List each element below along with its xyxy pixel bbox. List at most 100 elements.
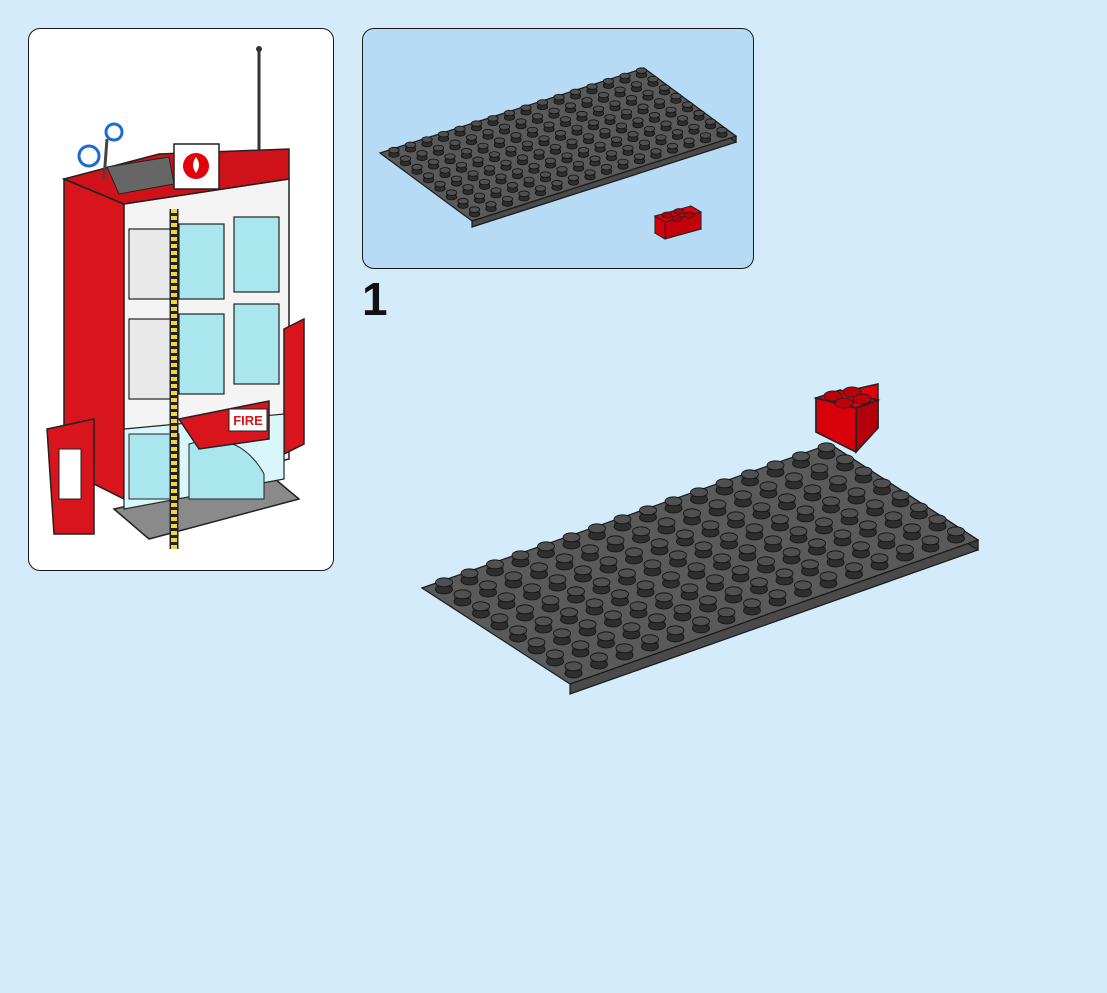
stud xyxy=(593,578,610,594)
stud xyxy=(544,122,554,132)
stud xyxy=(600,557,617,573)
stud xyxy=(542,596,559,612)
stud xyxy=(440,168,450,178)
stud xyxy=(744,599,761,615)
stud xyxy=(461,569,478,585)
stud xyxy=(469,207,479,217)
stud xyxy=(804,485,821,501)
stud xyxy=(598,92,608,102)
stud xyxy=(538,542,555,558)
stud xyxy=(661,121,671,131)
stud xyxy=(487,560,504,576)
brick-2x2-red xyxy=(655,206,701,239)
stud xyxy=(695,542,712,558)
stud xyxy=(630,602,647,618)
stud xyxy=(405,142,415,152)
stud xyxy=(517,155,527,165)
stud xyxy=(694,110,704,120)
stud xyxy=(511,133,521,143)
stud xyxy=(709,500,726,516)
stud xyxy=(853,542,870,558)
stud xyxy=(494,138,504,148)
stud xyxy=(537,100,547,110)
stud xyxy=(809,539,826,555)
stud xyxy=(517,605,534,621)
stud xyxy=(616,644,633,660)
stud xyxy=(742,470,759,486)
stud xyxy=(684,509,701,525)
stud xyxy=(557,167,567,177)
stud xyxy=(591,653,608,669)
stud xyxy=(535,617,552,633)
stud xyxy=(593,106,603,116)
stud xyxy=(540,172,550,182)
stud xyxy=(651,539,668,555)
stud xyxy=(658,518,675,534)
stud xyxy=(516,119,526,129)
stud xyxy=(572,125,582,135)
stud xyxy=(423,173,433,183)
step-number: 1 xyxy=(362,276,388,322)
stud xyxy=(524,177,534,187)
stud xyxy=(772,515,789,531)
stud xyxy=(550,144,560,154)
stud xyxy=(562,153,572,163)
stud xyxy=(565,662,582,678)
stud xyxy=(534,150,544,160)
stud xyxy=(603,78,613,88)
stud xyxy=(677,530,694,546)
stud xyxy=(455,126,465,136)
stud xyxy=(623,623,640,639)
stud xyxy=(707,575,724,591)
stud xyxy=(568,587,585,603)
stud xyxy=(769,590,786,606)
stud xyxy=(612,590,629,606)
stud xyxy=(589,524,606,540)
stud xyxy=(463,185,473,195)
stud xyxy=(867,500,884,516)
stud xyxy=(651,149,661,159)
stud xyxy=(885,512,902,528)
stud xyxy=(811,464,828,480)
stud xyxy=(689,124,699,134)
stud xyxy=(554,629,571,645)
stud xyxy=(607,536,624,552)
stud xyxy=(874,479,891,495)
stud xyxy=(454,590,471,606)
stud xyxy=(578,147,588,157)
stud xyxy=(570,89,580,99)
stud xyxy=(841,509,858,525)
stud xyxy=(400,156,410,166)
stud xyxy=(735,491,752,507)
stud xyxy=(855,467,872,483)
stud xyxy=(498,593,515,609)
stud xyxy=(582,98,592,108)
stud xyxy=(582,545,599,561)
stud xyxy=(572,641,589,657)
stud xyxy=(758,557,775,573)
stud xyxy=(618,159,628,169)
stud xyxy=(389,147,399,157)
stud xyxy=(527,127,537,137)
stud xyxy=(648,76,658,86)
stud xyxy=(450,140,460,150)
stud xyxy=(637,581,654,597)
stud xyxy=(700,596,717,612)
stud xyxy=(728,512,745,528)
stud xyxy=(547,650,564,666)
stud xyxy=(605,611,622,627)
stud xyxy=(491,188,501,198)
stud xyxy=(466,135,476,145)
stud xyxy=(626,548,643,564)
stud xyxy=(922,536,939,552)
stud xyxy=(659,85,669,95)
stud xyxy=(573,161,583,171)
stud xyxy=(871,554,888,570)
parts-callout-image xyxy=(363,29,754,269)
stud xyxy=(878,533,895,549)
parts-callout-panel xyxy=(362,28,754,269)
stud xyxy=(501,160,511,170)
stud xyxy=(837,455,854,471)
stud xyxy=(860,521,877,537)
stud xyxy=(642,635,659,651)
